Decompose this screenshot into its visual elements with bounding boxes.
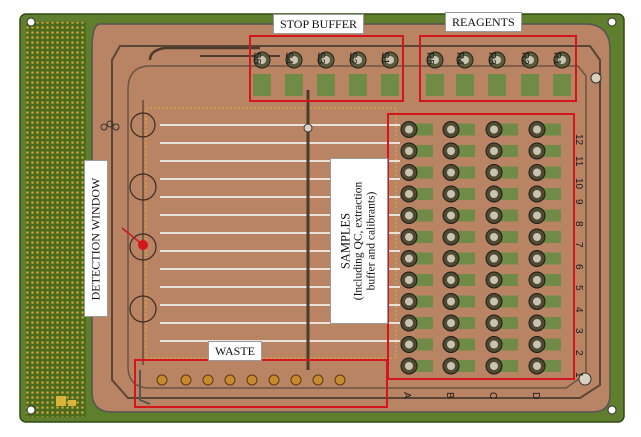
sample-well xyxy=(485,336,518,353)
sample-well xyxy=(528,271,561,289)
sample-col-label: C xyxy=(487,392,498,400)
sample-well xyxy=(400,142,433,160)
sample-well xyxy=(400,314,433,332)
samples-grid xyxy=(400,121,561,375)
sample-row-label: 12 xyxy=(573,134,584,146)
sample-well xyxy=(442,164,475,181)
sample-well xyxy=(485,164,518,181)
stop-buffer-port-label: S5 xyxy=(251,52,262,65)
sample-well xyxy=(442,228,475,246)
sample-well xyxy=(442,314,475,332)
sample-well xyxy=(442,357,475,375)
reagent-port-label: R1 xyxy=(551,52,562,65)
sample-well xyxy=(485,293,518,310)
sample-row-label: 8 xyxy=(573,221,584,227)
sample-well xyxy=(442,142,475,160)
sample-well xyxy=(442,250,475,267)
detection-window-label: DETECTION WINDOW xyxy=(84,160,108,317)
sample-well xyxy=(485,121,518,138)
sample-col-label: B xyxy=(444,392,455,399)
reagent-port-label: R2 xyxy=(519,52,530,65)
sample-row-label: 3 xyxy=(573,328,584,334)
sample-well xyxy=(400,164,433,181)
sample-row-label: 4 xyxy=(573,307,584,313)
sample-well xyxy=(528,250,561,267)
stop-buffer-highlight xyxy=(249,35,404,102)
sample-well xyxy=(400,336,433,353)
sample-well xyxy=(400,271,433,289)
reagent-port-label: R3 xyxy=(486,52,497,65)
stop-buffer-port-label: S4 xyxy=(283,52,294,65)
sample-well xyxy=(485,314,518,332)
sample-well xyxy=(528,164,561,181)
sample-row-label: 1 xyxy=(573,372,584,378)
sample-well xyxy=(485,207,518,224)
samples-label: SAMPLES (Including QC, extraction buffer… xyxy=(330,158,388,324)
sample-well xyxy=(400,228,433,246)
sample-row-label: 6 xyxy=(573,264,584,270)
waste-ports xyxy=(156,374,346,386)
sample-well xyxy=(442,185,475,203)
sample-well xyxy=(485,250,518,267)
sample-well xyxy=(528,207,561,224)
stop-buffer-port-label: S1 xyxy=(379,52,390,65)
sample-row-label: 5 xyxy=(573,285,584,291)
reagents-highlight xyxy=(419,35,577,102)
sample-well xyxy=(485,271,518,289)
sample-well xyxy=(485,142,518,160)
sample-well xyxy=(528,185,561,203)
samples-subtitle-1: (Including QC, extraction xyxy=(352,181,365,301)
sample-well xyxy=(400,207,433,224)
stop-buffer-port-label: S3 xyxy=(315,52,326,65)
samples-highlight xyxy=(387,113,575,380)
sample-well xyxy=(442,121,475,138)
sample-row-label: 2 xyxy=(573,350,584,356)
sample-well xyxy=(528,314,561,332)
sample-well xyxy=(400,121,433,138)
sample-well xyxy=(528,142,561,160)
waste-label: WASTE xyxy=(208,341,262,361)
stop-buffer-label: STOP BUFFER xyxy=(273,14,365,34)
sample-row-label: 10 xyxy=(573,178,584,190)
sample-well xyxy=(400,250,433,267)
reagent-port-label: R5 xyxy=(424,52,435,65)
sample-well xyxy=(400,185,433,203)
reagent-port-label: R4 xyxy=(454,52,465,65)
sample-well xyxy=(442,271,475,289)
sample-row-label: 7 xyxy=(573,242,584,248)
sample-well xyxy=(400,357,433,375)
detection-window xyxy=(129,100,157,365)
sample-col-label: A xyxy=(401,392,412,399)
sample-well xyxy=(528,293,561,310)
sample-well xyxy=(528,121,561,138)
connector-grid xyxy=(26,22,86,417)
sample-well xyxy=(442,207,475,224)
stop-buffer-port-label: S2 xyxy=(347,52,358,65)
samples-subtitle-2: buffer and calibrants) xyxy=(365,191,378,291)
sample-well xyxy=(528,357,561,375)
reagent-ports xyxy=(426,51,571,96)
reagents-label: REAGENTS xyxy=(445,12,522,32)
sample-row-label: 9 xyxy=(573,199,584,205)
sample-well xyxy=(442,293,475,310)
sample-well xyxy=(485,228,518,246)
sample-well xyxy=(528,336,561,353)
samples-title: SAMPLES xyxy=(338,212,353,270)
sample-well xyxy=(485,357,518,375)
sample-row-label: 11 xyxy=(573,156,584,167)
sample-well xyxy=(400,293,433,310)
sample-col-label: D xyxy=(530,392,541,400)
sample-well xyxy=(442,336,475,353)
sample-well xyxy=(528,228,561,246)
sample-well xyxy=(485,185,518,203)
stop-buffer-ports xyxy=(253,51,399,96)
